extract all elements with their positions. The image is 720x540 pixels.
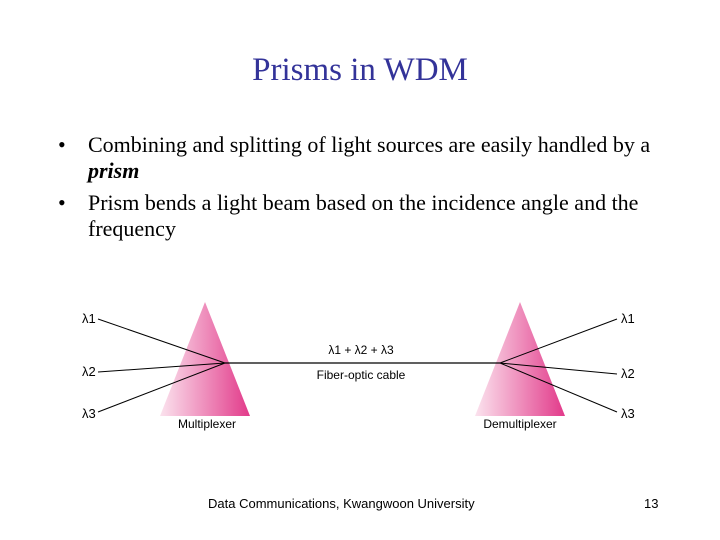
input-ray-1: [97, 318, 226, 364]
slide-title: Prisms in WDM: [252, 52, 468, 88]
footer-credit: Data Communications, Kwangwoon Universit…: [208, 496, 475, 511]
input-ray-2: [97, 362, 226, 373]
multiplexer-label: Multiplexer: [178, 417, 236, 431]
page-number: 13: [644, 496, 659, 511]
input-label-3: λ3: [82, 406, 96, 421]
bullet-marker: •: [58, 132, 66, 157]
bullet-item: • Prism bends a light beam based on the …: [58, 190, 678, 242]
demultiplexer-prism: [475, 302, 565, 416]
output-ray-3: [499, 362, 618, 413]
output-ray-1: [499, 318, 618, 364]
bullet-emphasis: prism: [88, 158, 140, 183]
bullet-marker: •: [58, 190, 66, 215]
output-label-2: λ2: [621, 366, 635, 381]
input-label-2: λ2: [82, 364, 96, 379]
wdm-prism-diagram: λ1 λ2 λ3 λ1 λ2 λ3 λ1 + λ2 + λ3 Fiber-opt…: [82, 302, 635, 431]
multiplexer-prism: [160, 302, 250, 416]
combined-wavelength-label: λ1 + λ2 + λ3: [328, 343, 394, 357]
input-ray-3: [97, 362, 226, 413]
bullet-item: • Combining and splitting of light sourc…: [58, 132, 678, 184]
output-label-1: λ1: [621, 311, 635, 326]
bullet-list: • Combining and splitting of light sourc…: [58, 132, 678, 248]
bullet-text: Prism bends a light beam based on the in…: [88, 190, 639, 241]
output-label-3: λ3: [621, 406, 635, 421]
demultiplexer-label: Demultiplexer: [483, 417, 556, 431]
cable-label: Fiber-optic cable: [317, 368, 406, 382]
output-ray-2: [499, 362, 618, 375]
input-label-1: λ1: [82, 311, 96, 326]
bullet-text: Combining and splitting of light sources…: [88, 132, 651, 157]
